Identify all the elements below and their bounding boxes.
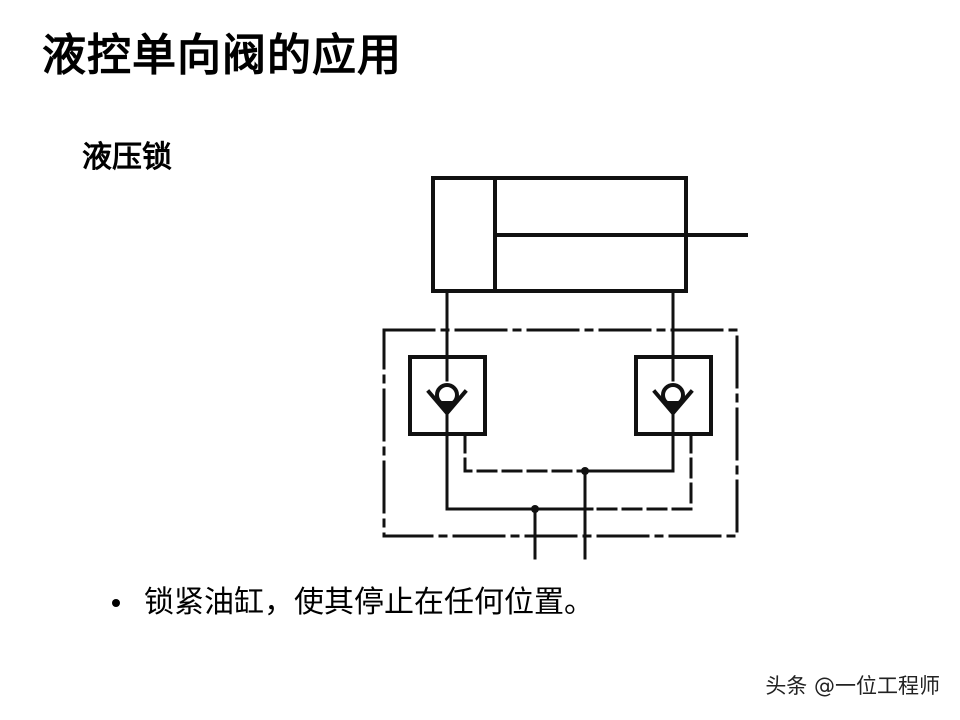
bullet-icon	[112, 599, 120, 607]
valve-assembly-boundary	[382, 328, 739, 538]
pilot-check-valve-right	[634, 355, 713, 436]
hydraulic-cylinder	[431, 176, 748, 293]
pilot-check-valve-left	[408, 355, 487, 436]
watermark: 头条 @一位工程师	[765, 674, 940, 698]
pilot-lines	[463, 432, 693, 511]
page-title: 液控单向阀的应用	[42, 30, 402, 81]
section-subtitle: 液压锁	[82, 140, 172, 175]
bullet-text: 锁紧油缸，使其停止在任何位置。	[144, 585, 594, 620]
bullet-item: 锁紧油缸，使其停止在任何位置。	[112, 588, 594, 618]
